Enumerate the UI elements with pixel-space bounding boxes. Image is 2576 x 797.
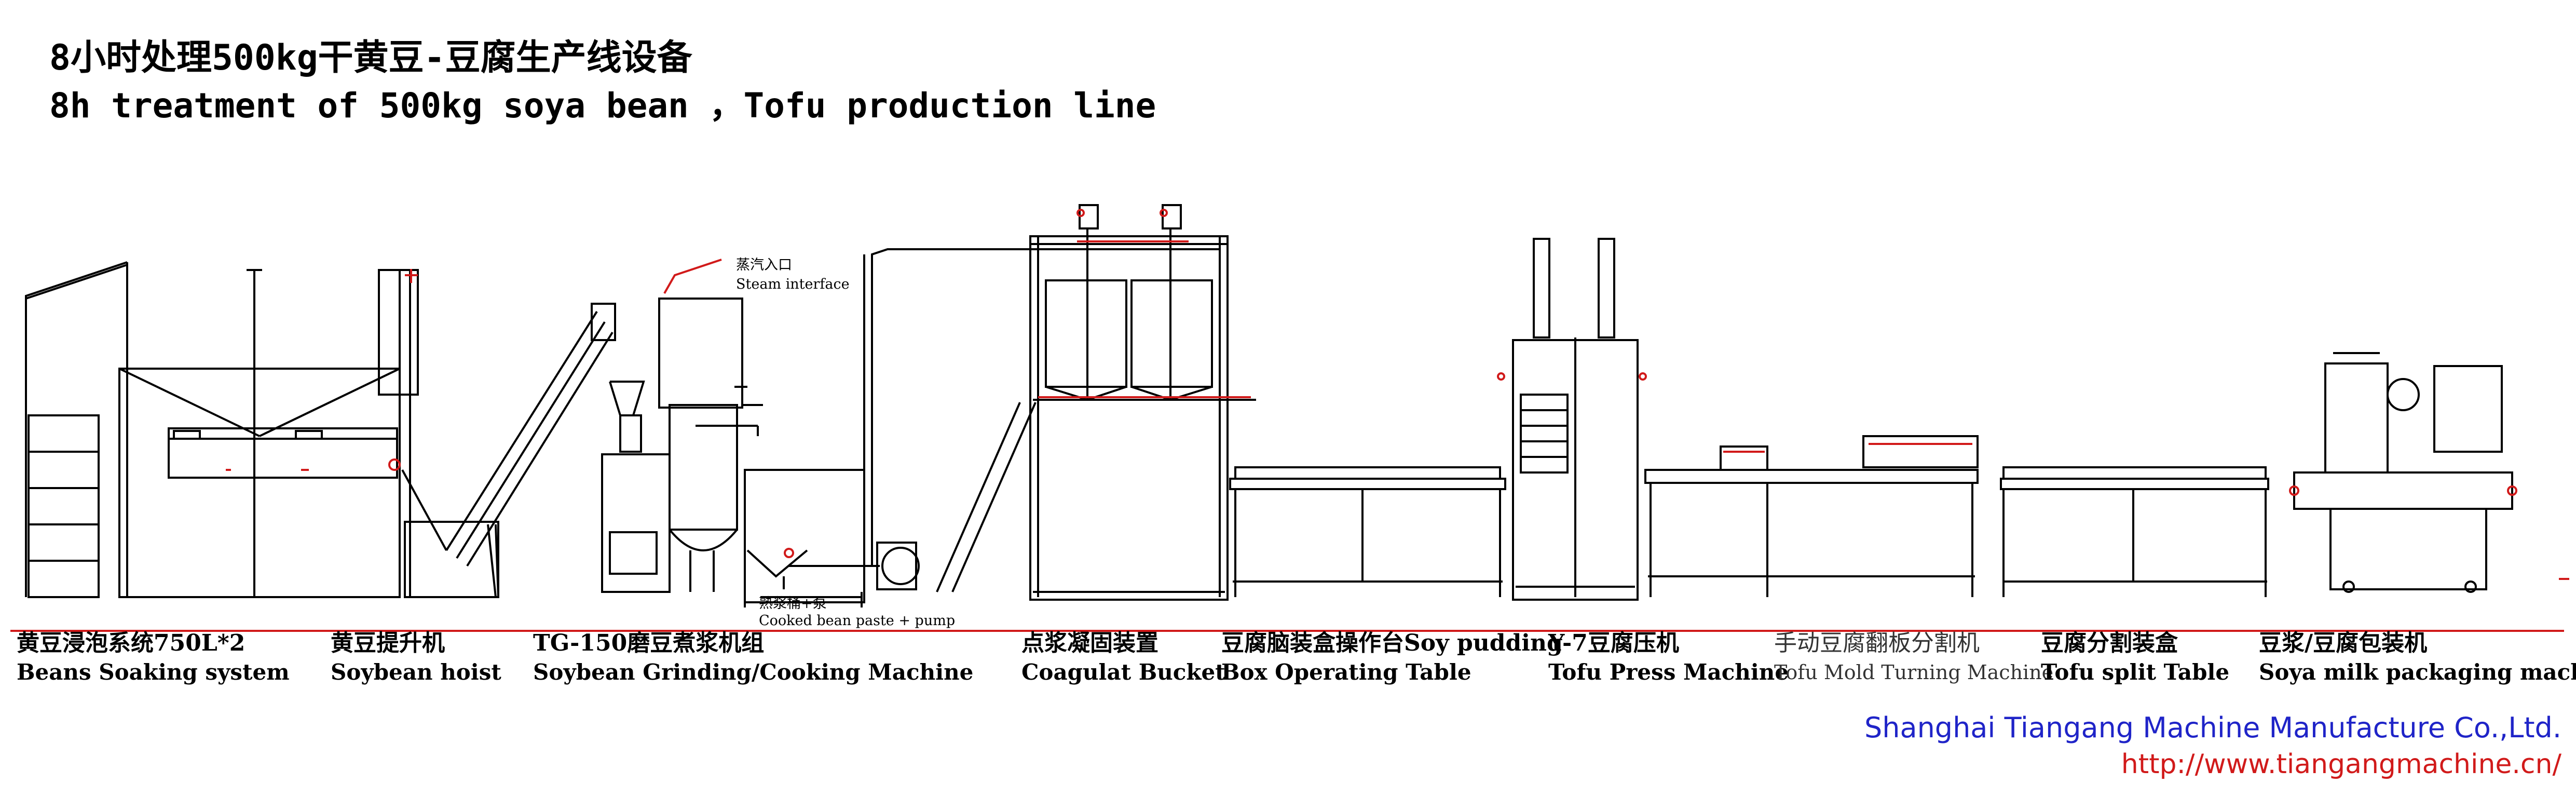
soybean-hoist-drawing xyxy=(401,303,616,598)
company-name: Shanghai Tiangang Machine Manufacture Co… xyxy=(1864,711,2561,744)
soy-pudding-table-drawing xyxy=(1229,466,1506,597)
grinding-cooking-drawing xyxy=(601,248,1220,607)
title-english: 8h treatment of 500kg soya bean ，Tofu pr… xyxy=(49,86,1156,126)
steam-label-en: Steam interface xyxy=(736,276,850,292)
coagulation-frame-drawing xyxy=(936,204,1256,601)
pump-label-en: Cooked bean paste + pump xyxy=(759,613,956,629)
company-url-link[interactable]: http://www.tiangangmachine.cn/ xyxy=(2121,749,2561,780)
tofu-split-table-drawing xyxy=(2000,466,2269,597)
steam-label-cn: 蒸汽入口 xyxy=(736,257,792,273)
pump-label-cn: 熟浆桶+泵 xyxy=(759,596,827,612)
packaging-machine-drawing xyxy=(2289,352,2569,593)
title-chinese: 8小时处理500kg干黄豆-豆腐生产线设备 xyxy=(49,37,692,78)
soaking-system-drawing xyxy=(25,261,419,598)
tofu-press-drawing xyxy=(1497,238,1647,601)
mold-turning-drawing xyxy=(1644,435,1979,597)
